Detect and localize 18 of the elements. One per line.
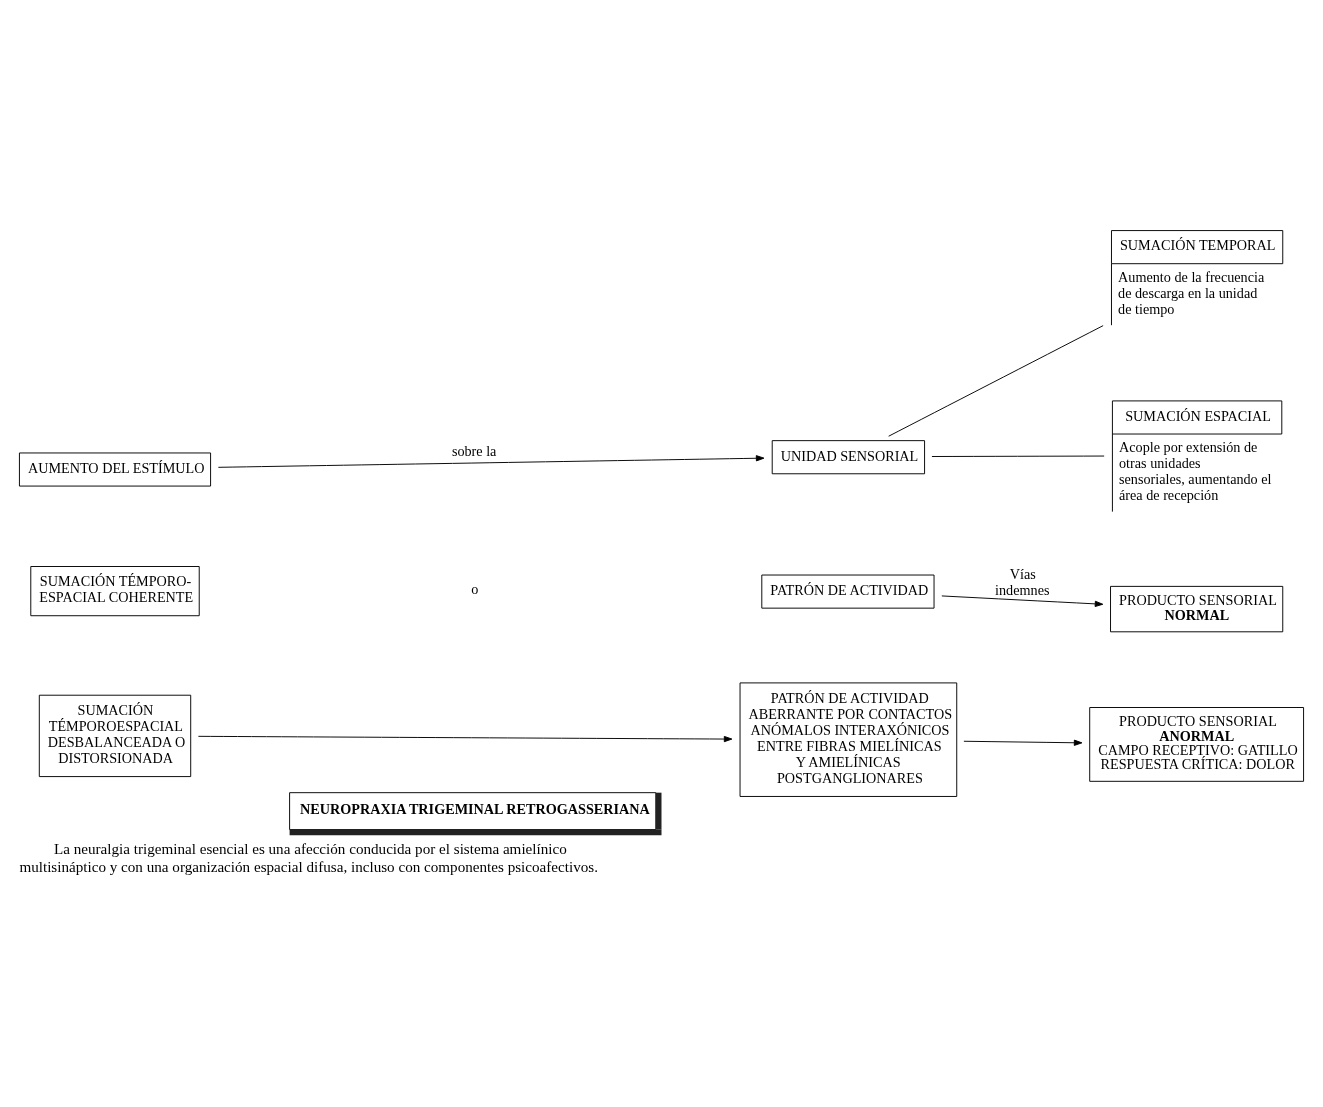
arrow: [217, 455, 765, 468]
label: o: [471, 581, 479, 598]
node-box: PATRÓN DE ACTIVIDAD ABERRANTE POR CONTACTOS ANÓMALOS INTERAXÓNICOS ENTRE FIBRAS MIELÍNICAS Y AMIELÍNICAS POSTGANGLIONARES: [739, 682, 958, 797]
edge-label: Vías indemnes: [995, 565, 1050, 598]
node-box: AUMENTO DEL ESTÍMULO: [18, 452, 212, 487]
node-box: PATRÓN DE ACTIVIDAD: [761, 574, 935, 609]
node-box: UNIDAD SENSORIAL: [771, 440, 926, 475]
connector: [888, 325, 1104, 437]
arrow: [197, 735, 733, 743]
arrow: [963, 739, 1083, 746]
caption: La neuralgia trigeminal esencial es una afección conducida por el sistema amielínico multisináptico y con una organización espacial difusa, incluso con componentes psicoafectivos.: [19, 841, 598, 875]
connector: [931, 455, 1105, 457]
node-box: PRODUCTO SENSORIAL ANORMAL CAMPO RECEPTIVO: GATILLO RESPUESTA CRÍTICA: DOLOR: [1089, 707, 1305, 782]
edge-label: sobre la: [451, 442, 497, 459]
node-box: PRODUCTO SENSORIAL NORMAL: [1110, 585, 1284, 633]
node-box: SUMACIÓN TÉMPORO-ESPACIAL COHERENTE: [30, 566, 200, 617]
arrow: [941, 595, 1104, 607]
node-box: SUMACIÓN TÉMPOROESPACIAL DESBALANCEADA O DISTORSIONADA: [38, 694, 192, 778]
